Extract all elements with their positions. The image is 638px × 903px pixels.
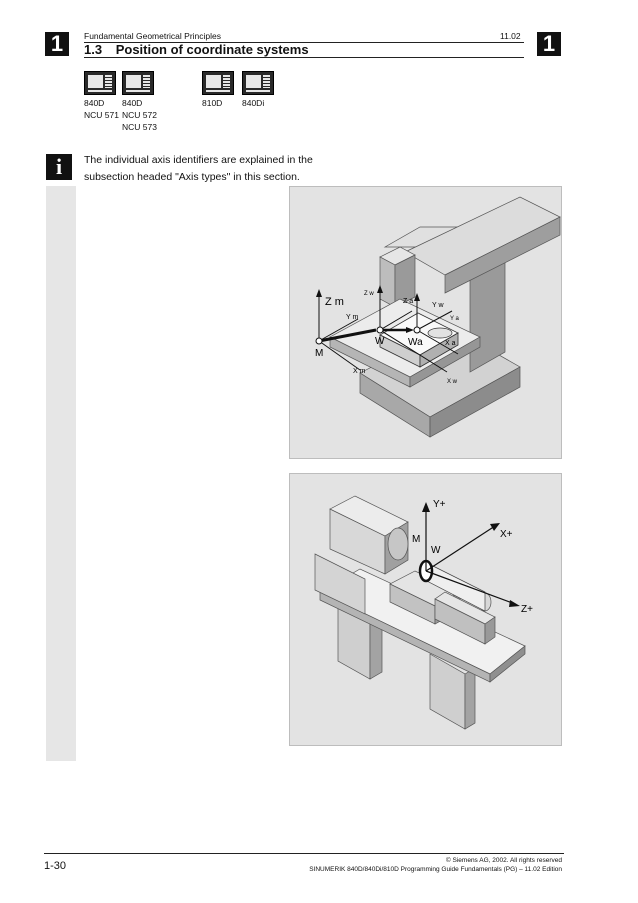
page-number: 1-30 xyxy=(44,860,67,872)
info-icon: i xyxy=(46,154,72,180)
axis-label-z-plus: Z+ xyxy=(521,604,533,615)
milling-machine-figure: Z m Z w Z a Y w Y a Y m W Wa X a M X m X… xyxy=(289,186,562,459)
copyright-notice: © Siemens AG, 2002. All rights reserved xyxy=(445,857,562,864)
header-rule-bottom xyxy=(84,57,524,58)
chapter-number-box-right: 1 xyxy=(537,32,561,56)
axis-label-xa: X a xyxy=(445,340,456,347)
control-panel-icon xyxy=(122,71,154,95)
control-label-4: 840Di xyxy=(242,97,264,109)
axis-label-x-plus: X+ xyxy=(500,529,513,540)
axis-label-yw: Y w xyxy=(432,302,444,309)
axis-label-zm: Z m xyxy=(325,296,344,308)
control-label-line: 840Di xyxy=(242,98,265,108)
control-label-line: NCU 572 xyxy=(122,110,157,120)
control-label-1: 840D NCU 571 xyxy=(84,97,119,121)
origin-label-wa: Wa xyxy=(408,337,423,348)
version-label: 11.02 xyxy=(500,31,521,41)
footer-rule xyxy=(44,853,564,854)
origin-label-w: W xyxy=(431,545,441,556)
lathe-diagram: Y+ X+ Z+ M W xyxy=(314,495,533,730)
control-label-line: 840D xyxy=(84,98,105,108)
control-label-line: NCU 573 xyxy=(122,122,157,132)
control-label-line: 810D xyxy=(202,98,223,108)
control-panel-icon xyxy=(84,71,116,95)
control-panel-icon xyxy=(202,71,234,95)
running-title: Fundamental Geometrical Principles xyxy=(84,31,222,41)
edition-note: SINUMERIK 840D/840Di/810D Programming Gu… xyxy=(309,866,562,873)
axis-label-y-plus: Y+ xyxy=(433,499,446,510)
info-line: subsection headed "Axis types" in this s… xyxy=(84,171,300,183)
control-label-2: 840D NCU 572 NCU 573 xyxy=(122,97,157,133)
section-number: 1.3 xyxy=(84,42,103,57)
info-text: The individual axis identifiers are expl… xyxy=(84,152,313,186)
axis-label-xm: X m xyxy=(353,368,366,375)
section-heading: 1.3 Position of coordinate systems xyxy=(84,42,309,57)
info-line: The individual axis identifiers are expl… xyxy=(84,154,313,166)
margin-strip xyxy=(46,186,76,761)
axis-label-xw: X w xyxy=(447,379,458,385)
axis-label-zw: Z w xyxy=(364,291,374,297)
axis-label-za: Z a xyxy=(403,298,413,305)
origin-label-m: M xyxy=(315,348,323,359)
control-panel-icon xyxy=(242,71,274,95)
axis-label-ya: Y a xyxy=(450,316,460,322)
lathe-figure: Y+ X+ Z+ M W xyxy=(289,473,562,746)
header-rule-top xyxy=(84,42,524,43)
control-label-line: 840D xyxy=(122,98,143,108)
origin-label-w: W xyxy=(375,336,385,347)
control-label-3: 810D xyxy=(202,97,222,109)
section-title: Position of coordinate systems xyxy=(115,42,309,57)
control-label-line: NCU 571 xyxy=(84,110,119,120)
milling-machine-diagram: Z m Z w Z a Y w Y a Y m W Wa X a M X m X… xyxy=(315,196,561,438)
chapter-number-box-left: 1 xyxy=(45,32,69,56)
origin-label-m: M xyxy=(412,534,420,545)
axis-label-ym: Y m xyxy=(346,314,358,321)
